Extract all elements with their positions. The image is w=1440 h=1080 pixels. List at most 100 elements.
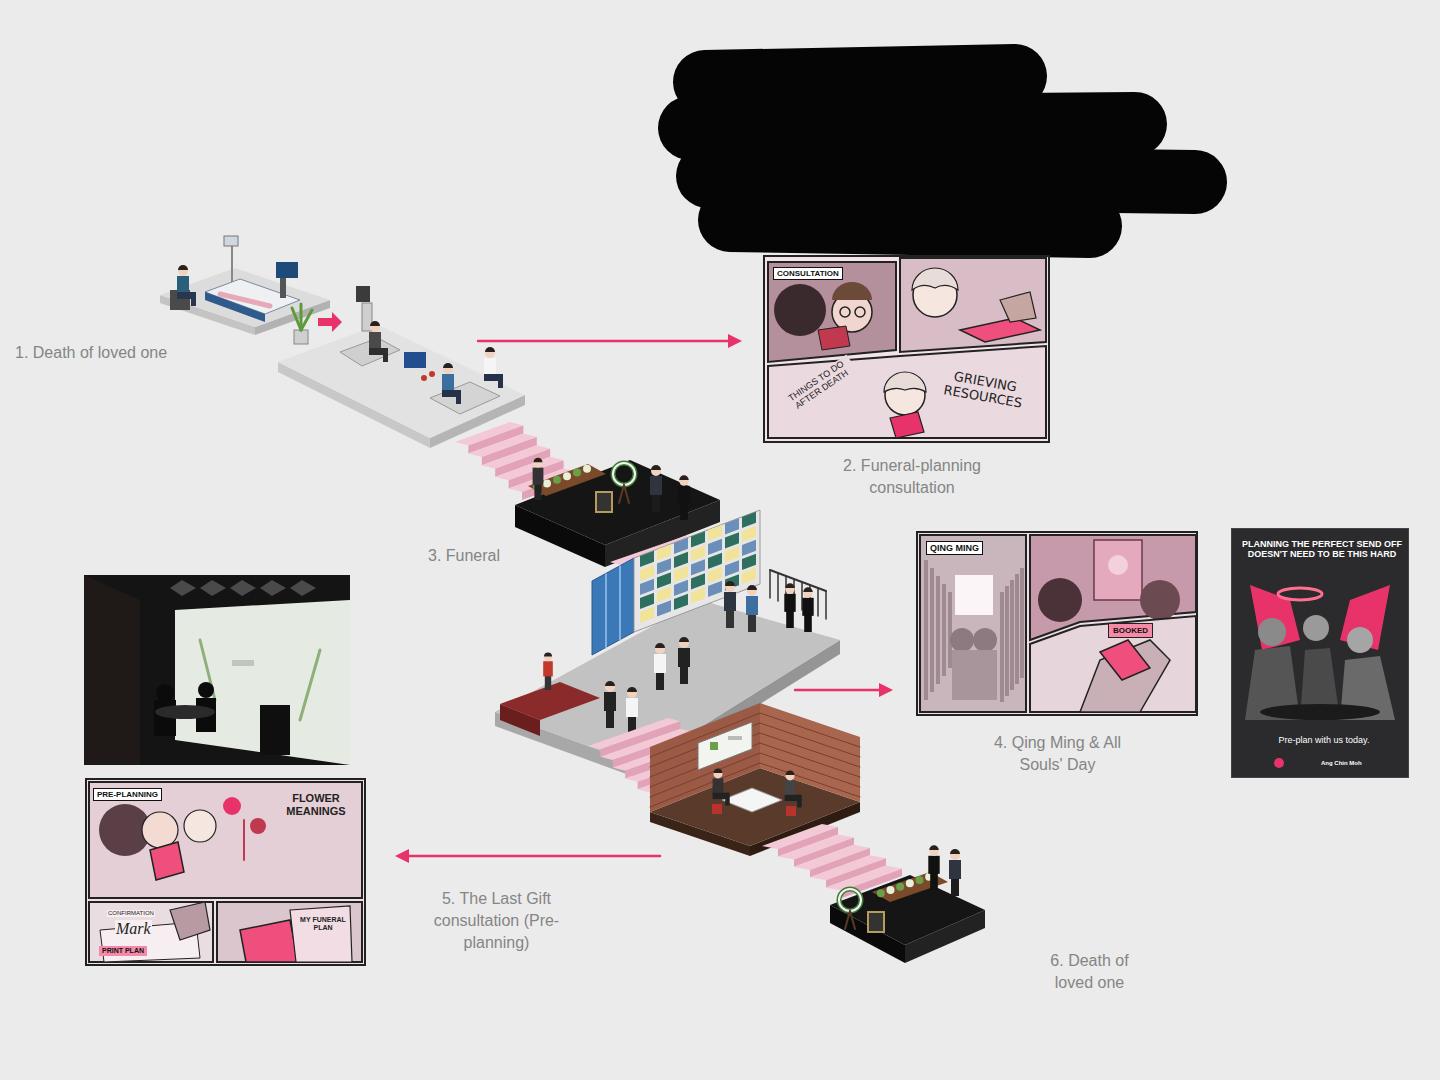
redaction-blob bbox=[730, 220, 1090, 226]
arrow-line bbox=[407, 855, 660, 858]
niche bbox=[640, 607, 654, 623]
niche-column bbox=[1005, 586, 1009, 696]
flower-wreath bbox=[613, 463, 635, 485]
niche bbox=[691, 573, 705, 589]
speaker bbox=[356, 286, 370, 302]
ceiling-panel bbox=[290, 580, 316, 596]
patient bbox=[220, 294, 270, 306]
niche bbox=[742, 526, 756, 542]
coffin-flowers bbox=[877, 889, 885, 897]
person-hair bbox=[679, 475, 689, 480]
comic-panel bbox=[1030, 616, 1196, 712]
person-torso bbox=[654, 654, 666, 673]
coffin-flowers bbox=[896, 883, 904, 891]
flower-stem bbox=[243, 820, 245, 860]
handwritten-note: FLOWER MEANINGS bbox=[275, 792, 357, 817]
person-hair bbox=[714, 769, 723, 773]
person-hair bbox=[929, 845, 939, 850]
person-head bbox=[485, 348, 495, 358]
brick-line bbox=[760, 743, 860, 777]
arrow-head bbox=[728, 334, 742, 348]
advert-poster: PLANNING THE PERFECT SEND OFF DOESN'T NE… bbox=[1231, 528, 1409, 778]
coffin-flowers bbox=[563, 472, 571, 480]
poster-tagline: Pre-plan with us today. bbox=[1234, 735, 1414, 745]
book bbox=[960, 318, 1040, 342]
platform-top bbox=[830, 875, 985, 945]
phone bbox=[1100, 640, 1150, 680]
person-hair bbox=[651, 465, 661, 470]
person-legs bbox=[545, 676, 551, 690]
character-face bbox=[1347, 627, 1373, 653]
person-hair bbox=[605, 681, 615, 686]
screen bbox=[698, 722, 752, 770]
person-legs bbox=[456, 390, 461, 404]
niche bbox=[725, 560, 739, 576]
ceiling-panel bbox=[200, 580, 226, 596]
projected-leaf bbox=[300, 650, 320, 720]
sofa bbox=[430, 382, 500, 414]
altar-picture bbox=[1094, 540, 1142, 600]
person-legs bbox=[656, 672, 664, 690]
person-legs bbox=[383, 348, 388, 362]
person-legs bbox=[797, 795, 802, 808]
flower-drawing bbox=[223, 797, 241, 815]
person-head bbox=[370, 322, 380, 332]
person-head bbox=[443, 364, 453, 374]
ceiling-panel bbox=[230, 580, 256, 596]
niche bbox=[742, 512, 756, 528]
character-hair bbox=[912, 268, 958, 290]
ceiling-panel bbox=[170, 580, 196, 596]
person-head bbox=[803, 588, 813, 598]
plant-pot bbox=[294, 330, 308, 344]
fence-rail bbox=[770, 570, 826, 591]
step-caption: 5. The Last Gift consultation (Pre-plann… bbox=[424, 888, 569, 954]
arrow-head bbox=[879, 683, 893, 697]
niche-column bbox=[1015, 574, 1019, 684]
niche bbox=[674, 552, 688, 568]
person-head bbox=[785, 584, 795, 594]
person-legs bbox=[804, 615, 812, 632]
fence-bar bbox=[817, 588, 819, 616]
comic-panel bbox=[768, 262, 896, 362]
niche-column bbox=[930, 568, 934, 692]
person-hair bbox=[544, 652, 552, 656]
step-caption: 6. Death of loved one bbox=[1032, 950, 1147, 994]
step-caption: 1. Death of loved one bbox=[15, 342, 167, 364]
brick-line bbox=[760, 713, 860, 747]
glasses bbox=[840, 307, 850, 317]
person-legs bbox=[786, 611, 794, 628]
redaction-blob bbox=[690, 124, 1135, 128]
wing bbox=[1250, 585, 1300, 650]
chair bbox=[786, 806, 796, 816]
person-legs bbox=[680, 503, 688, 520]
iv-bag bbox=[224, 236, 238, 246]
niche bbox=[742, 568, 756, 584]
print-button: PRINT PLAN bbox=[99, 946, 147, 956]
niche bbox=[708, 539, 722, 555]
person-head bbox=[725, 582, 735, 592]
fence-bar bbox=[777, 573, 779, 601]
person-legs bbox=[748, 614, 756, 632]
niche-column bbox=[942, 584, 946, 676]
person-legs bbox=[606, 710, 614, 728]
brick-wall bbox=[760, 703, 860, 802]
book bbox=[890, 412, 924, 438]
step-caption: 4. Qing Ming & All Souls' Day bbox=[985, 732, 1130, 776]
silhouette-head bbox=[198, 682, 214, 698]
niche bbox=[640, 565, 654, 581]
panel-tag: CONSULTATION bbox=[773, 267, 843, 280]
niche bbox=[657, 572, 671, 588]
niche bbox=[640, 593, 654, 609]
person-head bbox=[950, 850, 960, 860]
niche bbox=[742, 554, 756, 570]
niche bbox=[708, 581, 722, 597]
person-legs bbox=[498, 374, 503, 388]
side-wall bbox=[84, 575, 140, 765]
person-head bbox=[714, 769, 723, 778]
person-legs bbox=[726, 610, 734, 628]
niche bbox=[691, 559, 705, 575]
table bbox=[722, 788, 782, 812]
arrow-line bbox=[478, 340, 730, 343]
person-legs bbox=[652, 494, 660, 512]
person-head bbox=[544, 653, 552, 661]
